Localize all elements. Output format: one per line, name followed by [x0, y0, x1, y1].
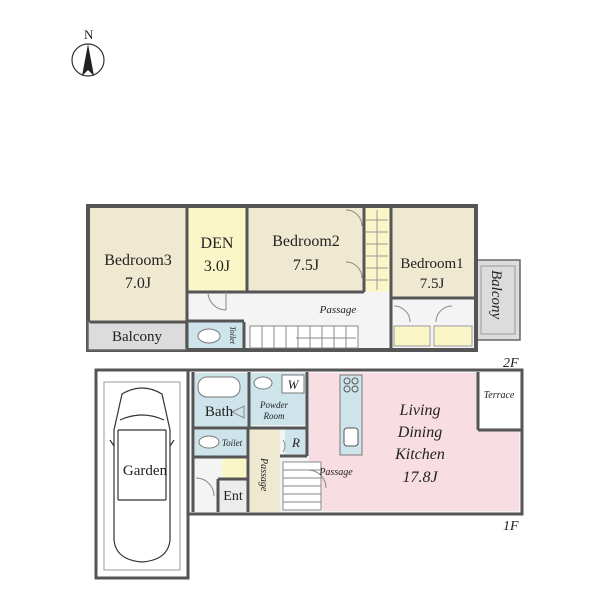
toilet-2f-label: Toilet — [228, 326, 237, 345]
closet-b1-left — [393, 325, 431, 347]
den-size: 3.0J — [204, 258, 230, 275]
interior-walls-2f — [90, 208, 474, 348]
closet-b1-right — [433, 325, 473, 347]
refrigerator-area — [285, 428, 307, 454]
bathtub-icon — [197, 376, 241, 398]
north-arrow-icon — [82, 44, 94, 76]
stairs-1f — [282, 461, 322, 511]
floor-2f: Bedroom3 7.0J DEN 3.0J Bedroom2 7.5J Bed… — [86, 204, 521, 371]
washer-box — [281, 374, 305, 394]
powder-room-label-2: Room — [263, 411, 285, 421]
washbasin-icon — [253, 376, 273, 390]
door-swings-1f — [195, 405, 327, 497]
floor-2f-label: 2F — [503, 356, 519, 371]
bath-label: Bath — [205, 404, 234, 420]
refrigerator-label: R — [291, 435, 300, 450]
ldk-size: 17.8J — [402, 469, 438, 486]
toilet-1f-label: Toilet — [222, 438, 243, 448]
bedroom3-label: Bedroom3 — [104, 252, 172, 269]
garden-inner — [103, 381, 181, 571]
balcony-right-inner — [480, 265, 516, 335]
floor-1f-label: 1F — [503, 519, 519, 534]
passage-2f-label: Passage — [319, 304, 357, 316]
stove-burner-icon — [343, 385, 351, 393]
door-swings-2f — [207, 209, 453, 323]
toilet-2f-fixture — [197, 328, 221, 344]
stove-burner-icon — [351, 385, 359, 393]
bedroom2-area — [248, 208, 364, 292]
ldk-label-kitchen: Kitchen — [394, 446, 445, 463]
passage-1f-label: Passage — [318, 467, 353, 478]
interior-walls-1f — [191, 372, 521, 512]
terrace-label: Terrace — [484, 390, 515, 401]
den-area — [188, 208, 246, 292]
ldk-label-dining: Dining — [397, 424, 442, 441]
toilet-1f-fixture — [198, 435, 220, 449]
stairs-2f — [249, 325, 359, 349]
bedroom2-label: Bedroom2 — [272, 233, 340, 250]
entrance-area — [218, 480, 248, 512]
den-label: DEN — [201, 235, 234, 252]
closet-shelves — [366, 210, 388, 290]
compass-label: N — [84, 27, 94, 42]
floor-1f: Garden Bath W Powder Room Toilet R Ent P… — [94, 368, 524, 580]
bedroom1-area — [392, 208, 474, 298]
compass: N — [71, 27, 105, 77]
garden-area — [94, 368, 190, 580]
bedroom2-size: 7.5J — [293, 257, 319, 274]
stove-burner-icon — [351, 377, 359, 385]
balcony-right-label: Balcony — [488, 270, 504, 319]
bedroom1-size: 7.5J — [420, 276, 445, 292]
passage-vertical-label: Passage — [258, 457, 269, 492]
terrace-area — [478, 373, 520, 428]
garden-label: Garden — [123, 463, 168, 479]
washer-label: W — [288, 377, 300, 392]
balcony-right — [475, 259, 521, 341]
shoe-closet-area — [222, 458, 248, 478]
passage-vertical-area — [250, 428, 280, 512]
powder-room-label-1: Powder — [259, 400, 288, 410]
bedroom3-area — [90, 208, 186, 322]
balcony-left-label: Balcony — [112, 329, 162, 345]
car-icon — [109, 387, 175, 563]
kitchen-sink-icon — [343, 427, 359, 447]
ldk-label-living: Living — [399, 402, 441, 419]
stove-burner-icon — [343, 377, 351, 385]
entrance-label: Ent — [223, 489, 243, 504]
bedroom3-size: 7.0J — [125, 275, 151, 292]
bedroom1-label: Bedroom1 — [400, 256, 463, 272]
